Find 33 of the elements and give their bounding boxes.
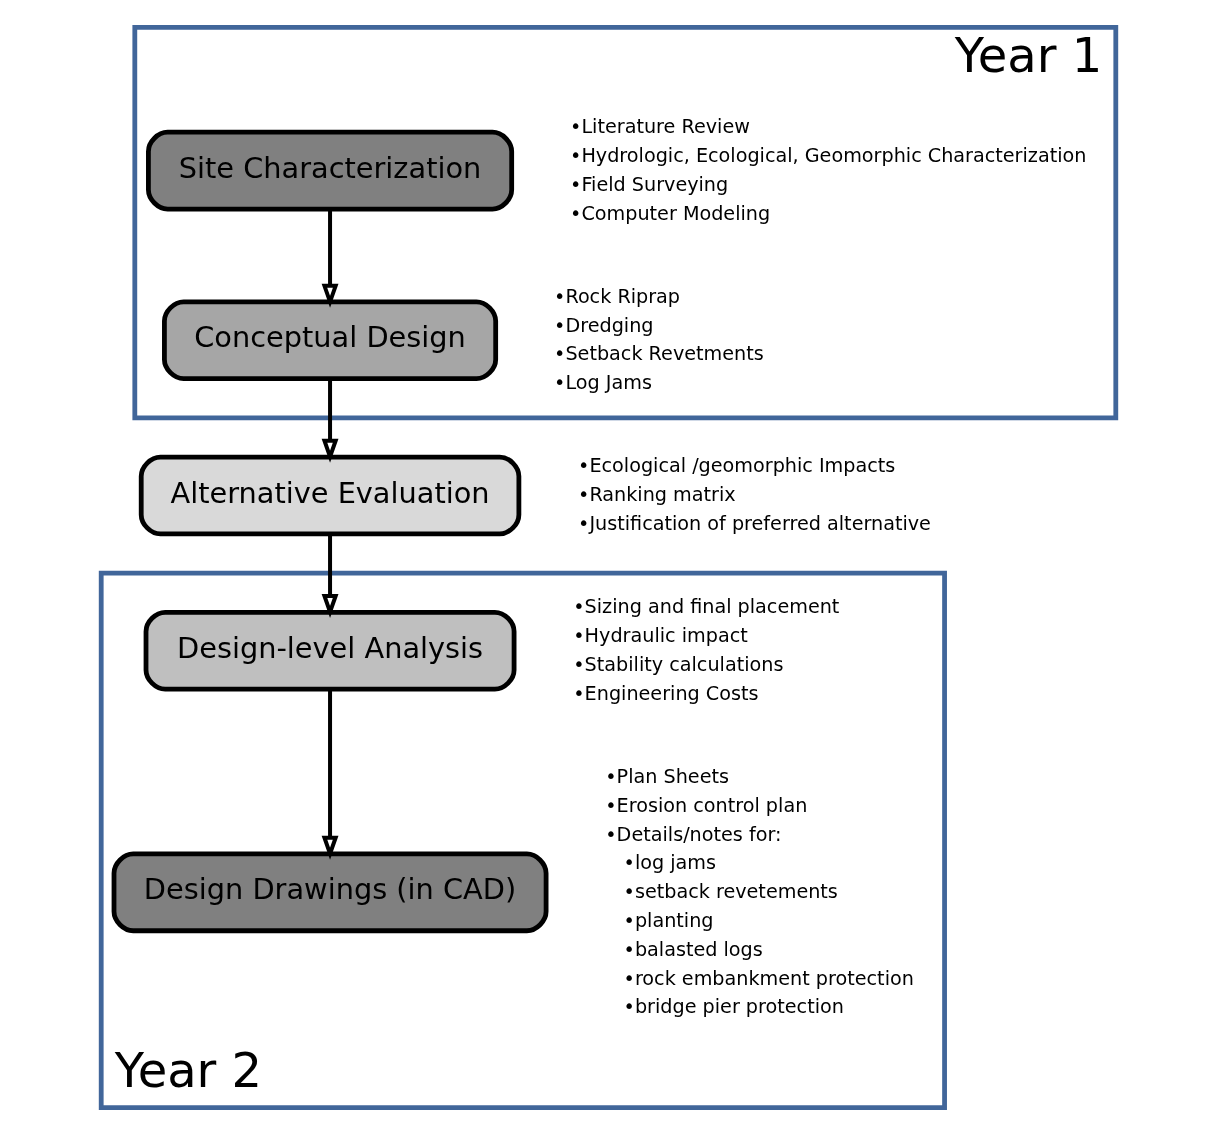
node-label: •balasted logs xyxy=(623,937,763,961)
arrow xyxy=(321,209,339,308)
node-label: •Literature Review xyxy=(570,115,750,139)
node-label: •Computer Modeling xyxy=(570,201,771,225)
node-label: •Ecological /geomorphic Impacts xyxy=(578,454,896,478)
node-label: •Details/notes for: xyxy=(605,822,782,846)
node-label: •Dredging xyxy=(554,313,654,337)
arrow xyxy=(321,379,339,463)
arrow xyxy=(321,689,339,860)
node-label: •Engineering Costs xyxy=(573,681,759,705)
node-label: •Field Surveying xyxy=(570,172,729,196)
node-label: •Sizing and final placement xyxy=(573,595,840,619)
node-label: •Setback Revetments xyxy=(554,342,764,366)
node-label: •log jams xyxy=(623,851,717,875)
node-label: •Rock Riprap xyxy=(554,284,681,308)
node-label: •Hydrologic, Ecological, Geomorphic Characterization xyxy=(570,143,1087,167)
node-box: Site Characterization xyxy=(146,129,515,212)
node-label: •Log Jams xyxy=(554,371,652,395)
node-label: •setback revetements xyxy=(623,880,838,904)
node-label: •Hydraulic impact xyxy=(573,624,748,648)
node-box: Conceptual Design xyxy=(162,299,499,382)
node-label: •planting xyxy=(623,908,714,932)
node-label: •rock embankment protection xyxy=(623,966,914,990)
node-label: •Ranking matrix xyxy=(578,483,736,507)
node-label: •Erosion control plan xyxy=(605,793,808,817)
node-box: Alternative Evaluation xyxy=(138,454,522,537)
node-box: Design Drawings (in CAD) xyxy=(111,851,549,934)
node-label: •Stability calculations xyxy=(573,652,784,676)
node-label: •bridge pier protection xyxy=(623,995,844,1019)
node-label: •Plan Sheets xyxy=(605,764,730,788)
node-label: •Justification of preferred alternative xyxy=(578,512,931,536)
arrow xyxy=(321,534,339,619)
node-box: Design-level Analysis xyxy=(143,609,517,692)
